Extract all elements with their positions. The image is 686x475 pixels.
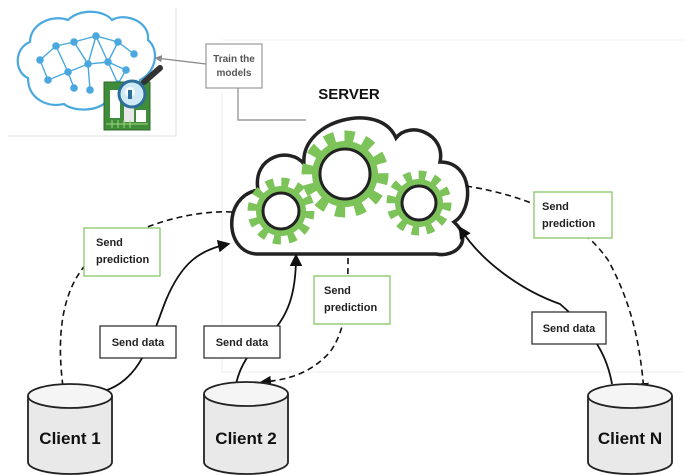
brain-icon xyxy=(16,10,157,111)
send-data-box-2: Send data xyxy=(203,325,281,359)
send-prediction-arrow-n xyxy=(465,185,649,395)
send-data-label: Send data xyxy=(543,323,596,335)
database-icon xyxy=(203,381,289,475)
client-n-label: Client N xyxy=(598,429,662,448)
train-models-box: Train the models xyxy=(205,43,263,89)
train-label-line-1: Train the xyxy=(213,54,255,65)
send-data-box-n: Send data xyxy=(531,311,607,345)
client-2-database: Client 2 xyxy=(203,381,289,475)
client-1-database: Client 1 xyxy=(27,383,113,475)
send-data-label: Send data xyxy=(112,337,165,349)
send-data-arrow-2 xyxy=(235,253,303,385)
send-data-arrow-1 xyxy=(85,239,231,395)
send-prediction-box-2: Send prediction xyxy=(313,275,391,325)
train-label-line-2: models xyxy=(216,68,251,79)
gear-icon xyxy=(386,170,452,236)
gear-icon xyxy=(301,130,389,218)
send-prediction-label-line-2: prediction xyxy=(542,218,595,230)
send-data-arrow-n xyxy=(458,225,613,385)
train-arrow xyxy=(154,55,207,65)
server-label: SERVER xyxy=(318,86,380,103)
gear-icon xyxy=(247,177,315,245)
database-icon xyxy=(587,383,673,475)
client-n-database: Client N xyxy=(587,383,673,475)
send-prediction-label-line-1: Send xyxy=(542,201,569,213)
client-2-label: Client 2 xyxy=(215,429,276,448)
send-data-label: Send data xyxy=(216,337,269,349)
send-prediction-label-line-2: prediction xyxy=(96,254,149,266)
send-prediction-box-n: Send prediction xyxy=(533,191,613,239)
send-prediction-label-line-2: prediction xyxy=(324,302,377,314)
magnifier-icon xyxy=(117,65,163,109)
train-connector xyxy=(237,88,306,121)
send-prediction-label-line-1: Send xyxy=(324,285,351,297)
send-data-box-1: Send data xyxy=(99,325,177,359)
send-prediction-box-1: Send prediction xyxy=(83,227,161,277)
send-prediction-label-line-1: Send xyxy=(96,237,123,249)
database-icon xyxy=(27,383,113,475)
client-1-label: Client 1 xyxy=(39,429,100,448)
